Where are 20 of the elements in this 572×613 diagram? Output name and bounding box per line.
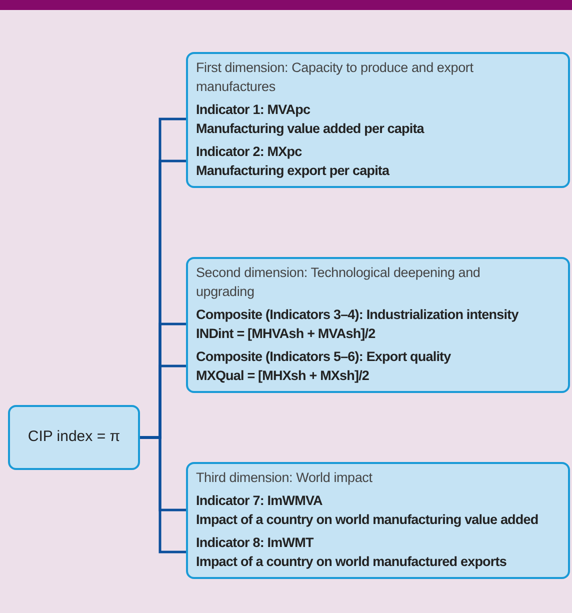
dimension-box	[186, 257, 570, 393]
dimension-heading: Third dimension: World impact	[195, 469, 374, 487]
indicator-title: Indicator 2: MXpc	[196, 143, 303, 161]
indicator-title: Indicator 1: MVApc	[196, 101, 312, 119]
connector-line	[140, 436, 188, 554]
dimension-heading: Second dimension: Technological deepening and upgrading	[195, 264, 482, 301]
indicator-description: MXQual = [MHXsh + MXsh]/2	[196, 367, 370, 385]
indicator-title: Indicator 7: ImWMVA	[196, 492, 324, 510]
index-box: CIP index = π	[8, 405, 140, 470]
indicator-description: Manufacturing value added per capita	[196, 120, 426, 138]
indicator-title: Composite (Indicators 3–4): Industrialization intensity	[196, 306, 520, 324]
dimension-box	[186, 52, 570, 188]
indicator-description: Impact of a country on world manufactured exports	[196, 553, 508, 571]
indicator-description: Impact of a country on world manufacturing value added	[196, 511, 540, 529]
dimension-heading: First dimension: Capacity to produce and export manufactures	[195, 59, 474, 96]
indicator-title: Indicator 8: ImWMT	[196, 534, 315, 552]
dimension-box	[186, 462, 570, 579]
indicator-description: INDint = [MHVAsh + MVAsh]/2	[196, 325, 376, 343]
indicator-description: Manufacturing export per capita	[196, 162, 391, 180]
indicator-title: Composite (Indicators 5–6): Export quality	[196, 348, 452, 366]
